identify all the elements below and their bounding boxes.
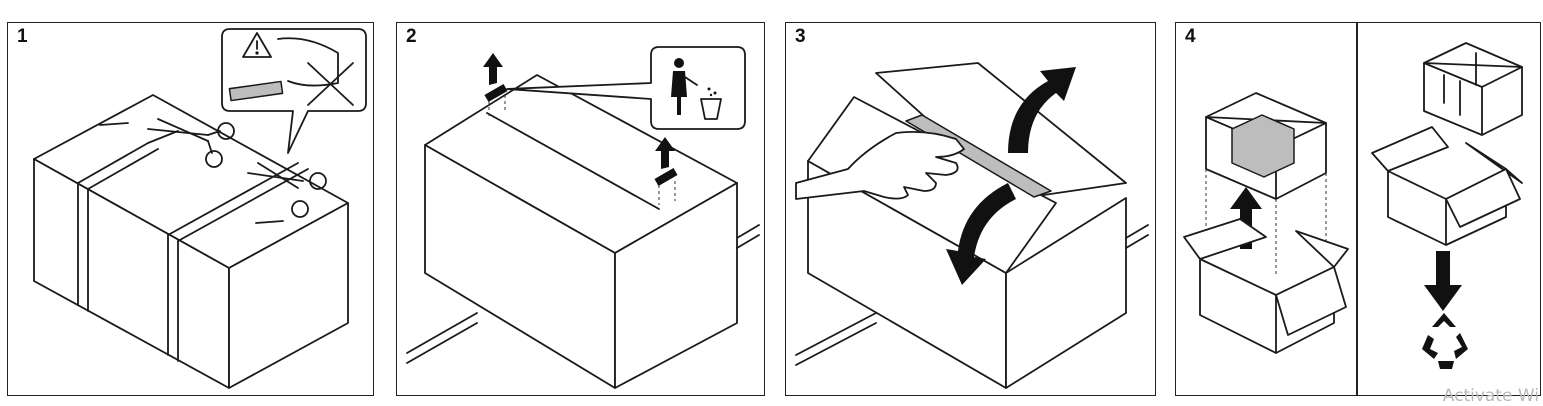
trash-callout: [506, 46, 746, 130]
warning-triangle-icon: [242, 32, 272, 58]
foam-insert-left: [1205, 92, 1327, 200]
step-1-panel: 1: [7, 22, 374, 396]
step-number: 3: [795, 26, 806, 47]
step-2-panel: 2: [396, 22, 765, 396]
strap-cut-end: [99, 122, 129, 126]
scissors-icon: [247, 162, 327, 218]
strap-left: [77, 130, 179, 312]
hand-icon: [795, 130, 965, 200]
warning-callout: [221, 28, 367, 154]
arrow-down-curved-icon: [946, 183, 1016, 285]
staple-left: [483, 53, 508, 119]
panel-divider: [1356, 23, 1358, 395]
box-seam: [486, 112, 660, 210]
box-side: [1005, 197, 1127, 389]
step-number: 2: [406, 26, 417, 47]
arrow-up-icon: [655, 137, 675, 169]
staple-right: [654, 137, 678, 205]
step-number: 1: [17, 26, 28, 47]
arrow-up-icon: [1230, 187, 1262, 249]
recycle-icon: [1422, 313, 1468, 369]
step-1-illustration: [33, 28, 367, 389]
step-number: 4: [1185, 26, 1196, 47]
arrow-up-icon: [483, 53, 503, 85]
empty-box-right: [1371, 126, 1523, 246]
no-box-cutter-icon: [228, 37, 354, 106]
os-activation-watermark: Activate Wi: [1442, 386, 1539, 406]
arrow-up-curved-icon: [1008, 67, 1076, 153]
trash-bin-icon: [671, 58, 722, 120]
step-3-panel: 3: [785, 22, 1156, 396]
step-4-illustration: [1183, 42, 1523, 369]
strap-cut-end-2: [255, 220, 284, 224]
step-3-illustration: [795, 62, 1149, 389]
scissors-icon: [147, 118, 235, 168]
arrow-down-icon: [1424, 251, 1462, 311]
open-box-left: [1183, 218, 1349, 354]
step-4-panel: 4: [1175, 22, 1541, 396]
box-side: [228, 202, 349, 389]
step-2-illustration: [406, 46, 760, 389]
box-side: [614, 182, 738, 389]
foam-insert-right: [1423, 42, 1523, 136]
